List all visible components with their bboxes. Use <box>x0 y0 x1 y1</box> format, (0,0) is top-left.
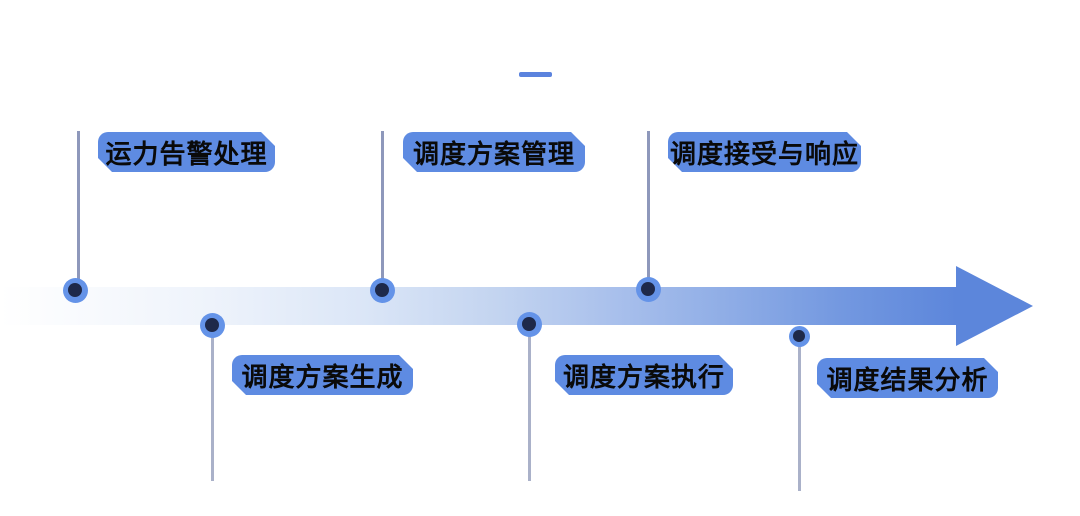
timeline-marker <box>369 277 395 303</box>
step-label: 调度方案管理 <box>403 132 585 172</box>
connector-line <box>381 131 384 281</box>
step-label: 调度接受与响应 <box>668 132 861 172</box>
timeline-marker <box>62 277 88 303</box>
marker-dot <box>641 282 655 296</box>
connector-line <box>527 324 531 481</box>
timeline-marker <box>788 325 810 347</box>
timeline-arrow-shaft <box>0 287 957 325</box>
marker-dot <box>68 283 82 297</box>
timeline-marker <box>635 276 661 302</box>
step-label: 运力告警处理 <box>98 132 275 172</box>
timeline-marker <box>516 311 542 337</box>
timeline-arrow-head <box>956 266 1033 346</box>
connector-line <box>211 325 214 481</box>
step-label: 调度结果分析 <box>817 358 998 398</box>
title-dash <box>519 72 552 77</box>
connector-line <box>797 336 801 491</box>
step-label: 调度方案执行 <box>555 355 733 395</box>
connector-line <box>76 131 80 281</box>
step-label: 调度方案生成 <box>232 355 413 395</box>
connector-line <box>646 131 650 281</box>
marker-dot <box>375 283 389 297</box>
marker-dot <box>205 318 219 332</box>
marker-dot <box>522 317 536 331</box>
marker-dot <box>793 330 805 342</box>
timeline-marker <box>199 312 225 338</box>
